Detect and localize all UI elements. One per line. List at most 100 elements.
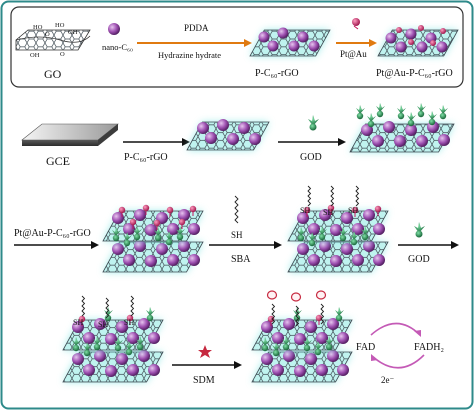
pt-au-particle (78, 315, 86, 323)
c60-ball (134, 240, 146, 252)
sba-chain (295, 305, 300, 327)
c60-ball (352, 254, 364, 266)
pt-au-label: Pt@Au (340, 49, 367, 59)
c60-ball (178, 209, 190, 221)
top-panel-box (10, 6, 464, 88)
god-enzyme-body (123, 239, 131, 247)
sdm-bound (315, 290, 327, 300)
row2-god-icon (414, 222, 425, 233)
row2-sh-3: SH (348, 206, 358, 215)
c60-ball (337, 332, 349, 344)
god-enzyme (136, 336, 145, 345)
god-enzyme-body (407, 119, 415, 127)
god-enzyme (367, 113, 376, 122)
gce-label: GCE (46, 154, 70, 168)
sdm-star (198, 345, 212, 358)
c60-ball (341, 243, 353, 255)
sba-chain (105, 297, 110, 319)
god-enzyme (314, 341, 323, 350)
fad-to-fadh2-arrow (370, 322, 421, 336)
c60-ball (83, 364, 95, 376)
god-enzyme-body (297, 234, 305, 242)
c60-ball (127, 332, 139, 344)
god-enzyme (282, 336, 291, 345)
row3-sh-3: SH (124, 318, 134, 327)
c60-ball (272, 332, 284, 344)
god-enzyme (297, 227, 306, 236)
c60-ball (261, 321, 273, 333)
pdda-label: PDDA (184, 23, 209, 33)
c60-ball (116, 321, 128, 333)
product-sheet (377, 25, 459, 57)
god-enzyme (356, 105, 365, 114)
god-enzyme (308, 232, 317, 241)
c60-ball (352, 223, 364, 235)
god-enzyme-body (133, 233, 141, 241)
god-enzyme (439, 105, 448, 114)
god-enzyme-body (176, 233, 184, 241)
row2-reagent-label: Pt@Au-P-C₆₀-rGO (14, 228, 91, 239)
god-enzyme (361, 226, 370, 235)
row3-stack-2 (251, 290, 353, 383)
c60-ball (272, 364, 284, 376)
pt-au-particle (126, 314, 134, 322)
god-enzyme (123, 232, 132, 241)
god-enzyme-body (356, 112, 364, 120)
gce-electrode (21, 123, 119, 146)
god-enzyme (72, 337, 81, 346)
c60-ball (72, 321, 84, 333)
god-enzyme-body (335, 314, 343, 322)
god-enzyme (272, 342, 281, 351)
c60-ball (105, 365, 117, 377)
sba-chain (320, 303, 325, 325)
c60-ball (145, 255, 157, 267)
god-enzyme-body (293, 314, 301, 322)
sba-chain (307, 185, 312, 207)
sba-label: SBA (231, 254, 251, 265)
go-group-1: HO (33, 24, 43, 31)
god-enzyme-body (282, 343, 290, 351)
row1-stack-1 (186, 119, 270, 151)
nano-c60-label: nano-C₆₀ (102, 42, 133, 52)
hydrazine-label: Hydrazine hydrate (158, 50, 221, 60)
god-enzyme (146, 307, 155, 316)
sba-chain (355, 185, 360, 207)
god-enzyme-body (303, 344, 311, 352)
pt-au-particle (166, 206, 174, 214)
row3-sh-2: SH (98, 320, 108, 329)
row2-sh-2: SH (323, 208, 333, 217)
c60-ball (327, 318, 339, 330)
c60-ball (294, 333, 306, 345)
pt-au-particle (178, 218, 186, 226)
row3-sh-1: SH (73, 318, 83, 327)
c60-ball (116, 353, 128, 365)
go-group-3: HO (55, 22, 65, 29)
row2-stack-2: SH SH SH (287, 185, 389, 273)
pt-au-particle (315, 314, 323, 322)
row2-god-label: GOD (408, 254, 430, 265)
god-enzyme (350, 231, 359, 240)
c60-ball (145, 224, 157, 236)
god-enzyme-body (308, 239, 316, 247)
sba-sh-label: SH (231, 230, 243, 240)
god-enzyme-body (83, 349, 91, 357)
god-enzyme (93, 336, 102, 345)
god-enzyme (318, 226, 327, 235)
go-group-6: O (60, 51, 65, 58)
c60-ball (305, 321, 317, 333)
god-enzyme-body (325, 343, 333, 351)
c60-ball (330, 255, 342, 267)
c60-ball (188, 254, 200, 266)
row-2: Pt@Au-P-C₆₀-rGO SH SBA SH SH SH (14, 185, 459, 273)
go-group-5: OH (30, 52, 40, 59)
c60-ball (316, 332, 328, 344)
go-sheet: HO O HO OH OH O (15, 22, 91, 59)
c60-ball (127, 364, 139, 376)
c60-ball (156, 243, 168, 255)
god-enzyme-body (104, 314, 112, 322)
sba-chain (81, 295, 86, 317)
god-enzyme (397, 105, 406, 114)
god-enzyme-body (114, 344, 122, 352)
god-enzyme (376, 103, 385, 112)
